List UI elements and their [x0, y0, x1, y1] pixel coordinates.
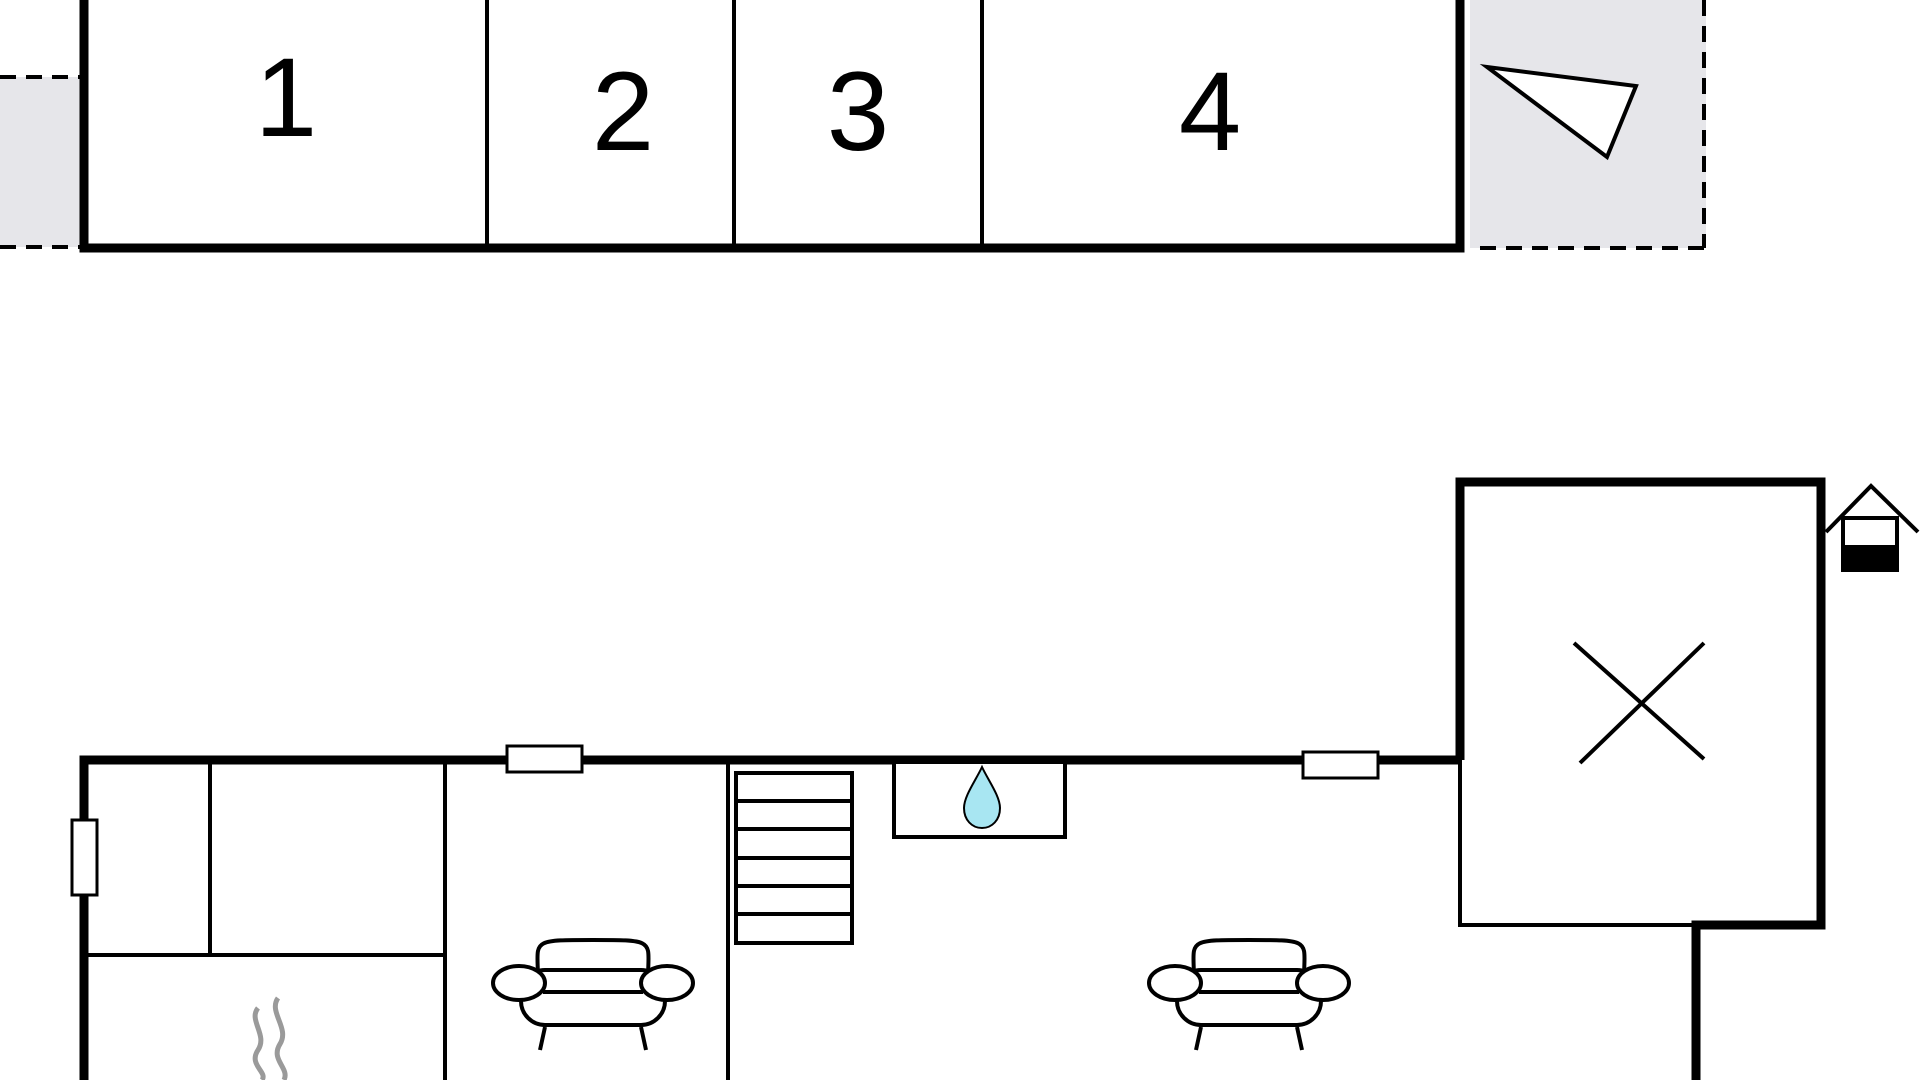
window	[70, 818, 99, 897]
staircase-icon	[734, 771, 854, 945]
room-label: 4	[1179, 49, 1241, 174]
upper-floor: 1 2 3 4	[0, 0, 1706, 253]
room-label: 3	[827, 49, 889, 174]
upper-floor-walls	[79, 0, 1465, 253]
outside-area-left	[0, 75, 84, 249]
annex-inner-wall	[1458, 760, 1700, 927]
room-label: 1	[255, 35, 317, 160]
upper-floor-partitions	[485, 0, 984, 244]
room-label: 2	[592, 49, 654, 174]
water-drop-icon	[962, 764, 1002, 830]
sofa-icon	[1147, 938, 1351, 1051]
heat-wave-icon	[252, 996, 288, 1080]
window	[505, 744, 584, 774]
x-mark-icon	[1572, 641, 1706, 765]
annex-wall	[1455, 477, 1826, 1080]
window	[1301, 750, 1380, 780]
sofa-icon	[491, 938, 695, 1051]
house-icon	[1824, 483, 1920, 572]
triangle-icon	[1479, 64, 1639, 161]
ground-floor-partitions	[88, 762, 730, 1080]
ground-floor	[70, 477, 1920, 1080]
